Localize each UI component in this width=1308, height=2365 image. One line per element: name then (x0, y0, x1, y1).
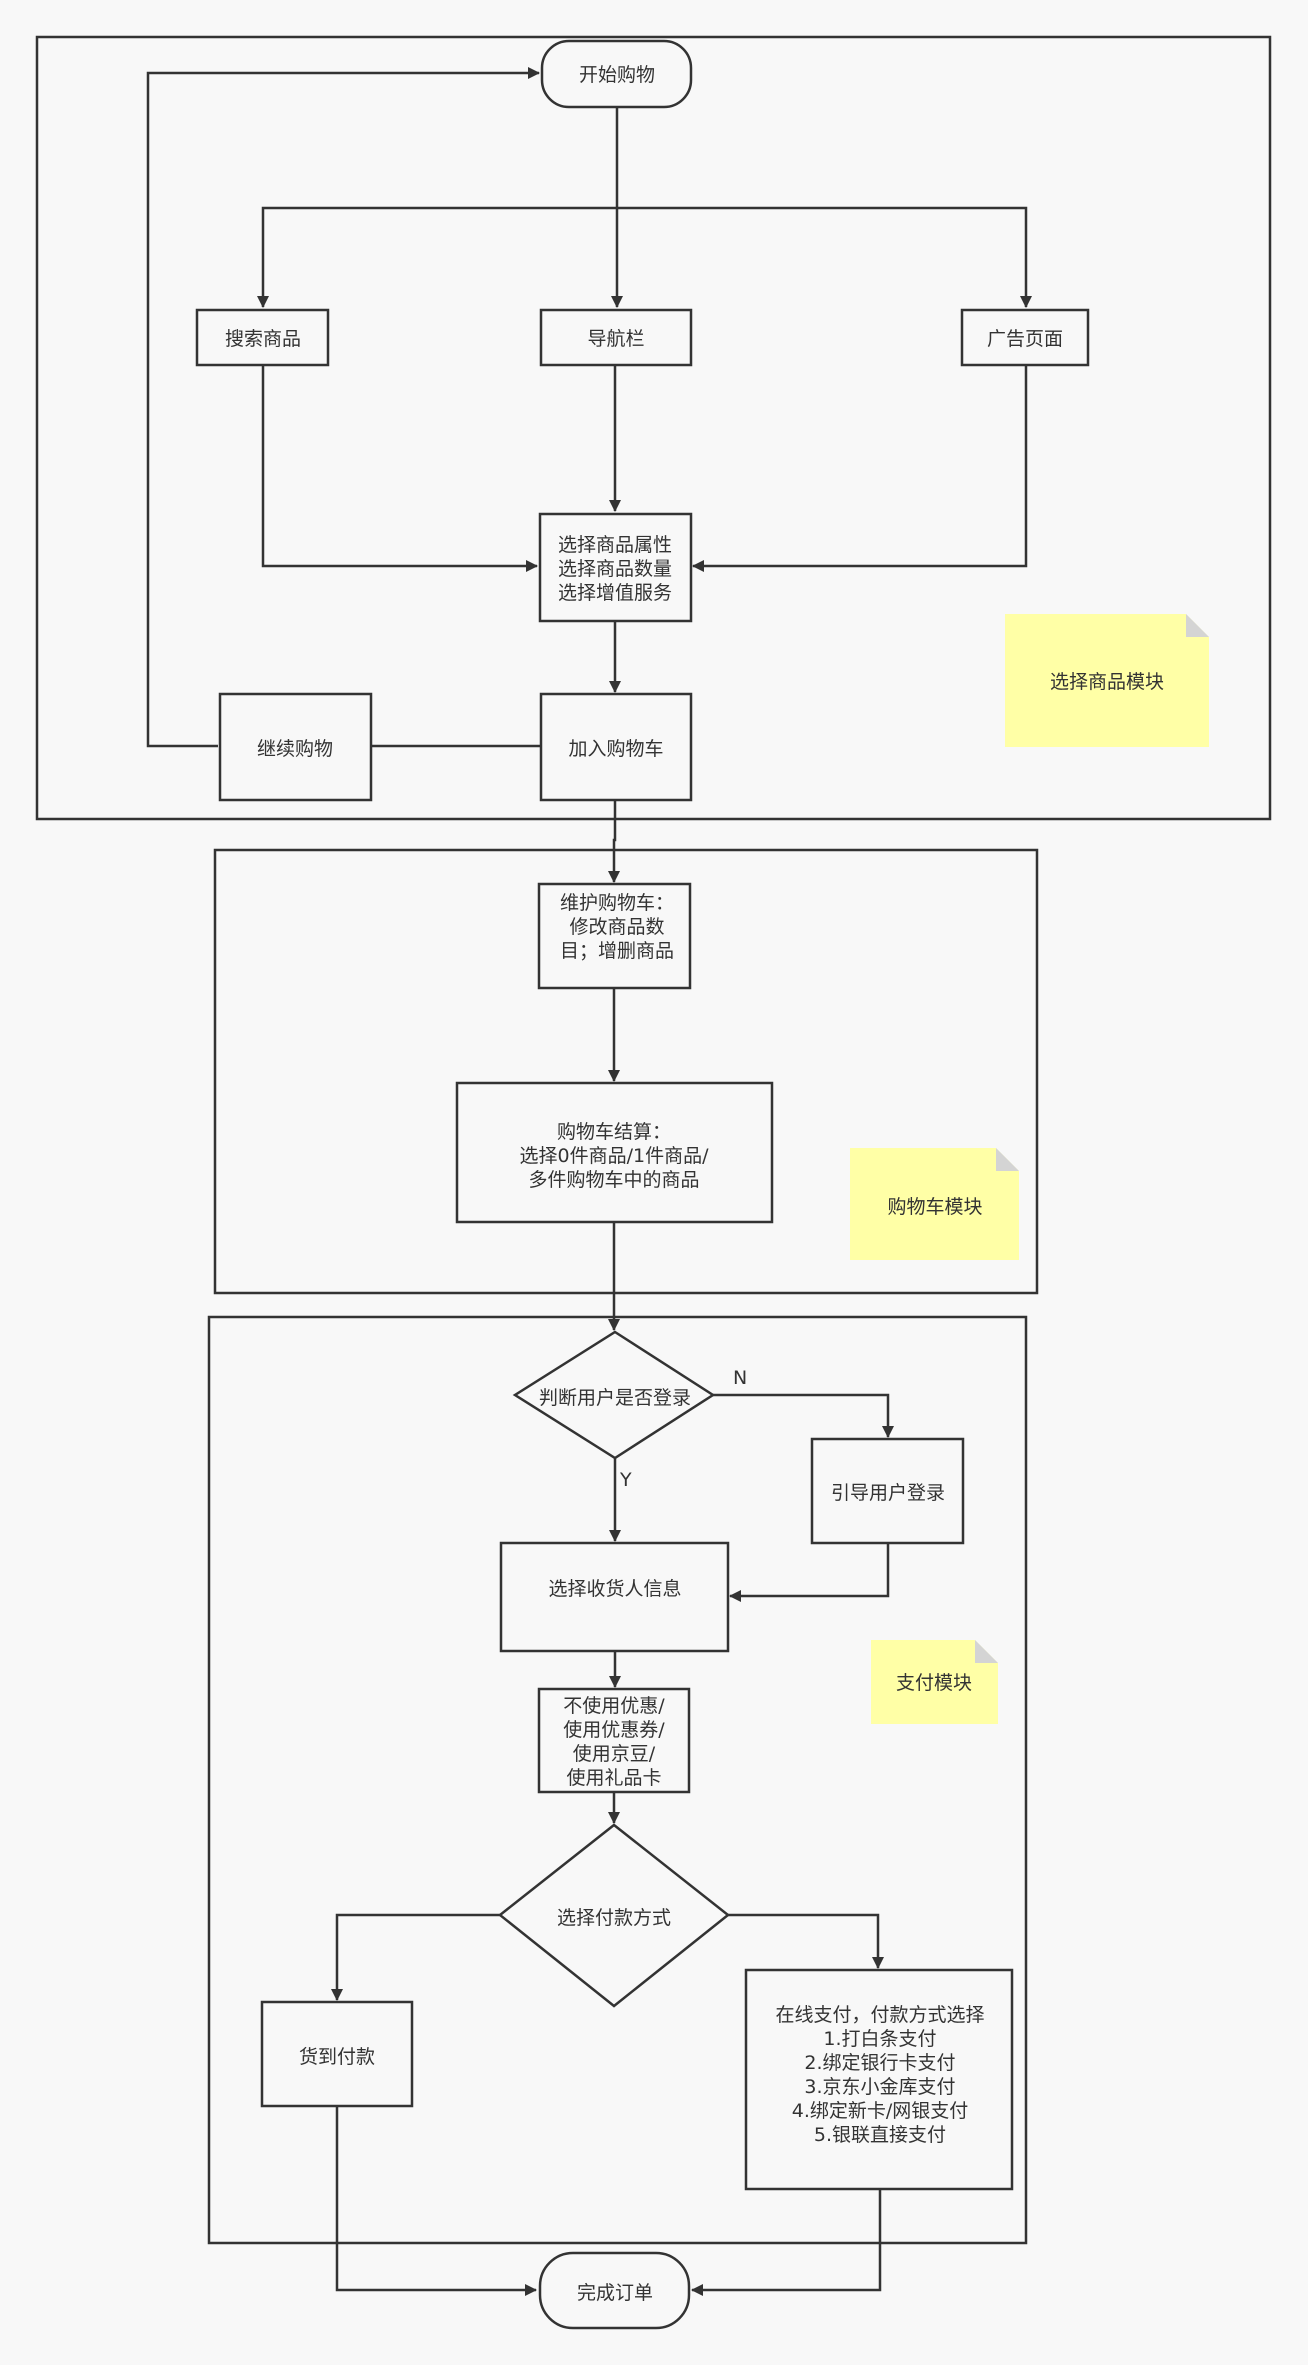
module-product-container (35, 35, 1272, 821)
edge-label-yes: Y (619, 1469, 632, 1491)
label-line: 购物车结算： (557, 1121, 671, 1143)
note-product-module-label: 选择商品模块 (1050, 671, 1164, 693)
label-line: 选择付款方式 (557, 1907, 671, 1929)
note-cart-module-label: 购物车模块 (887, 1196, 982, 1218)
checkout-label: 购物车结算：选择0件商品/1件商品/多件购物车中的商品 (520, 1121, 710, 1191)
label-line: 继续购物 (257, 738, 333, 760)
edge-payment-to-cod (331, 1913, 500, 2001)
finish-order-label: 完成订单 (577, 2282, 653, 2304)
select-receiver-node: 选择收货人信息 (499, 1541, 730, 1653)
search-products-node: 搜索商品 (195, 308, 330, 367)
note-cart-module: 购物车模块 (850, 1148, 1019, 1260)
label-line: 1.打白条支付 (823, 2028, 936, 2050)
label-line: 4.绑定新卡/网银支付 (792, 2100, 969, 2122)
edge-ad-page-to-select (692, 365, 1028, 572)
cash-on-delivery-label: 货到付款 (299, 2046, 375, 2068)
label-line: 5.银联直接支付 (814, 2124, 946, 2146)
label-line: 导航栏 (587, 328, 644, 350)
guide-login-node: 引导用户登录 (810, 1437, 965, 1545)
finish-order-node: 完成订单 (538, 2251, 691, 2330)
label-line: 选择商品属性 (558, 534, 672, 556)
guide-login-label: 引导用户登录 (831, 1482, 945, 1504)
add-to-cart-label: 加入购物车 (568, 738, 663, 760)
start-node-label: 开始购物 (579, 64, 655, 86)
edge-cod-to-finish (335, 2106, 537, 2296)
discount-label: 不使用优惠/使用优惠券/使用京豆/使用礼品卡 (563, 1695, 665, 1789)
select-attributes-label: 选择商品属性选择商品数量选择增值服务 (558, 534, 672, 604)
edge-check-login-no (713, 1393, 894, 1438)
label-line: 使用京豆/ (573, 1743, 656, 1765)
label-line: 修改商品数 (569, 916, 664, 938)
continue-shopping-label: 继续购物 (257, 738, 333, 760)
edge-payment-to-online (728, 1913, 884, 1969)
select-attributes-node: 选择商品属性选择商品数量选择增值服务 (538, 512, 693, 623)
note-payment-module: 支付模块 (871, 1640, 998, 1724)
edge-guide-to-receiver (729, 1543, 890, 1602)
label-line: 选择增值服务 (558, 582, 672, 604)
checkout-node: 购物车结算：选择0件商品/1件商品/多件购物车中的商品 (455, 1081, 774, 1224)
label-line: 判断用户是否登录 (539, 1387, 691, 1409)
navbar-node: 导航栏 (539, 308, 693, 367)
label-line: 完成订单 (577, 2282, 653, 2304)
continue-shopping-node: 继续购物 (218, 692, 373, 802)
label-line: 搜索商品 (225, 328, 301, 350)
maintain-cart-node: 维护购物车：修改商品数目；增删商品 (537, 882, 692, 990)
label-line: 广告页面 (987, 328, 1063, 350)
edge-add-cart-to-maintain (608, 800, 620, 883)
navbar-label: 导航栏 (587, 328, 644, 350)
label-line: 维护购物车： (560, 892, 674, 914)
select-payment-label: 选择付款方式 (557, 1907, 671, 1929)
label-line: 选择商品数量 (558, 558, 672, 580)
check-login-node: 判断用户是否登录 (512, 1330, 716, 1460)
label-line: 使用优惠券/ (563, 1719, 665, 1741)
label-line: 2.绑定银行卡支付 (804, 2052, 955, 2074)
add-to-cart-node: 加入购物车 (539, 692, 693, 802)
note-payment-module-label: 支付模块 (896, 1672, 972, 1694)
label-line: 目；增删商品 (560, 940, 674, 962)
ad-page-label: 广告页面 (987, 328, 1063, 350)
ad-page-node: 广告页面 (960, 308, 1090, 367)
label-line: 加入购物车 (568, 738, 663, 760)
label-line: 使用礼品卡 (566, 1767, 661, 1789)
search-products-label: 搜索商品 (225, 328, 301, 350)
cash-on-delivery-node: 货到付款 (260, 2000, 414, 2108)
start-node: 开始购物 (540, 39, 693, 109)
edge-continue-to-start (146, 67, 540, 748)
check-login-label: 判断用户是否登录 (539, 1387, 691, 1409)
label-line: 开始购物 (579, 64, 655, 86)
label-line: 引导用户登录 (831, 1482, 945, 1504)
edge-start-to-search (257, 206, 617, 308)
module-payment-container (207, 1315, 1028, 2245)
discount-node: 不使用优惠/使用优惠券/使用京豆/使用礼品卡 (537, 1687, 691, 1794)
edge-online-to-finish (691, 2189, 882, 2296)
label-line: 多件购物车中的商品 (528, 1169, 699, 1191)
edge-start-to-ad-page (617, 206, 1032, 308)
label-line: 不使用优惠/ (563, 1695, 665, 1717)
select-receiver-label: 选择收货人信息 (548, 1578, 681, 1600)
label-line: 选择0件商品/1件商品/ (520, 1145, 710, 1167)
label-line: 货到付款 (299, 2046, 375, 2068)
module-cart-container (213, 848, 1039, 1295)
connectors (146, 67, 1032, 2296)
note-product-module: 选择商品模块 (1005, 614, 1209, 747)
label-line: 选择收货人信息 (548, 1578, 681, 1600)
edge-label-no: N (733, 1367, 747, 1389)
select-payment-node: 选择付款方式 (497, 1823, 731, 2008)
edge-search-to-select (261, 365, 538, 572)
label-line: 3.京东小金库支付 (804, 2076, 955, 2098)
maintain-cart-label: 维护购物车：修改商品数目；增删商品 (560, 892, 674, 962)
label-line: 在线支付，付款方式选择 (775, 2004, 984, 2026)
